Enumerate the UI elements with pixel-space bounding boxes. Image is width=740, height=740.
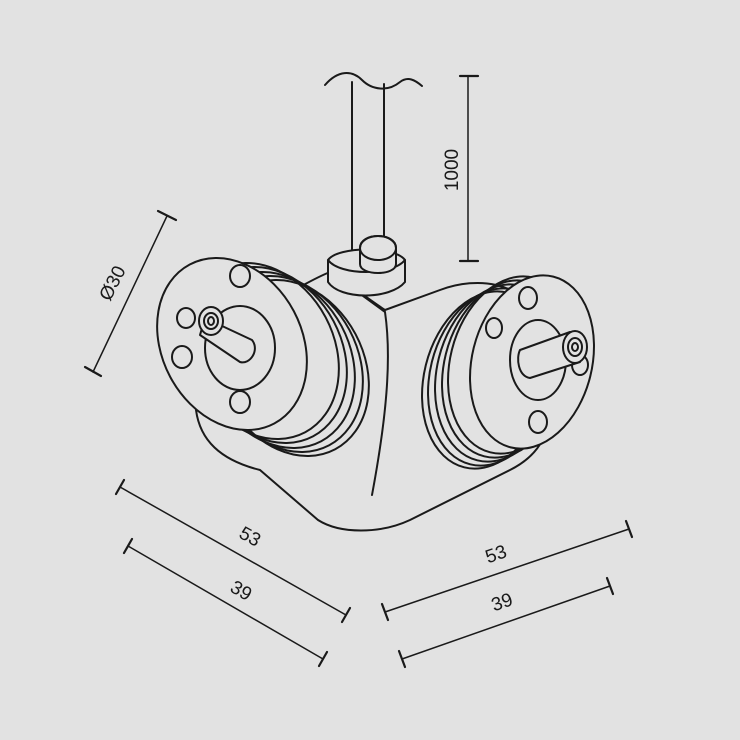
- cable-break-mark: [324, 72, 423, 90]
- left-outer-label: 53: [235, 523, 264, 552]
- body-center-edge: [371, 311, 389, 496]
- right-lens: [562, 330, 588, 364]
- right-lamp-head: [421, 274, 595, 470]
- right-inner-label: 39: [489, 589, 516, 616]
- dimension-cable-length: 1000: [442, 74, 480, 263]
- dimension-right-inner: 39: [397, 576, 615, 669]
- cap-knob: [359, 235, 397, 274]
- dimension-left-inner: 39: [122, 537, 329, 668]
- right-outer-label: 53: [483, 541, 510, 568]
- suspension-cable: [324, 72, 423, 253]
- left-lamp-head: [156, 257, 370, 457]
- cable-length-label: 1000: [442, 149, 463, 191]
- left-inner-label: 39: [226, 577, 255, 606]
- left-lens-ring: [204, 305, 276, 391]
- cable-cap: [327, 235, 406, 297]
- left-lens: [198, 306, 224, 336]
- diameter-label: Ø30: [96, 263, 131, 305]
